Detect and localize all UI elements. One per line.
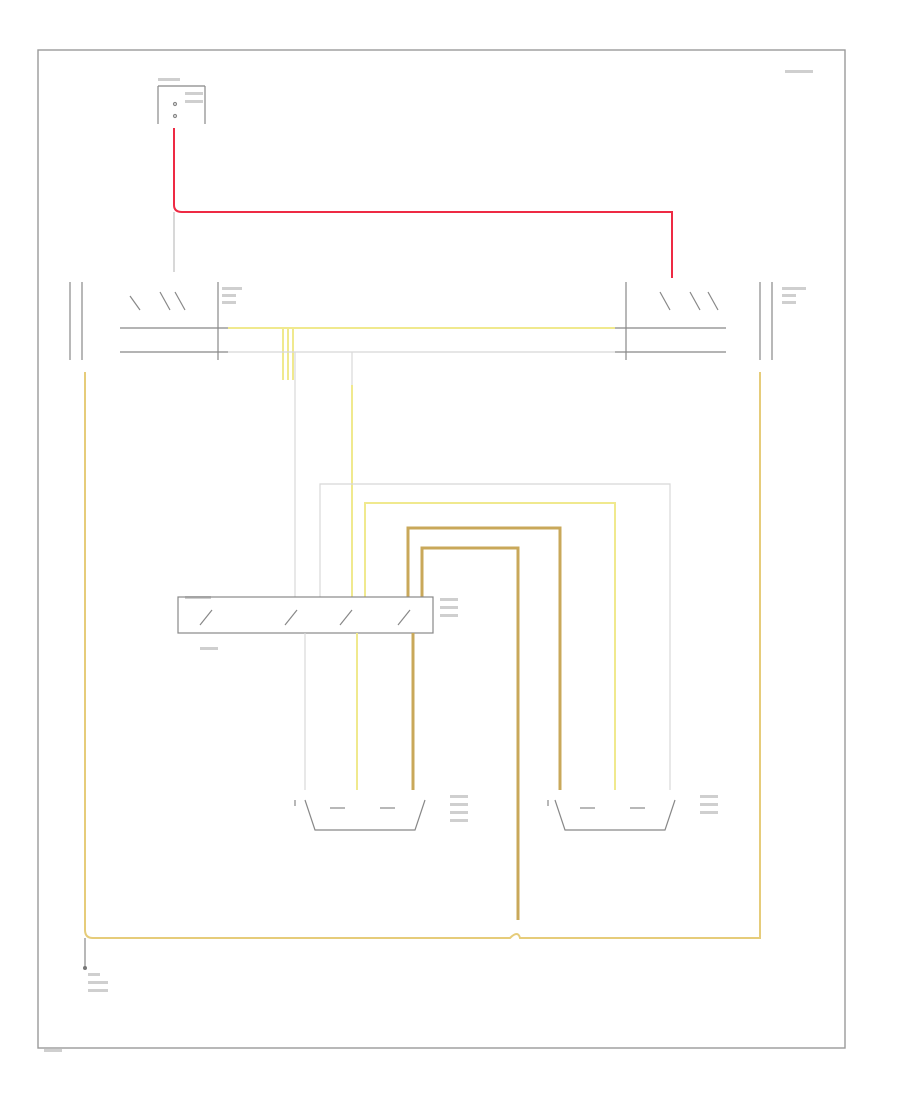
left-switch-label-3 — [222, 301, 236, 304]
right-switch-label-3 — [782, 301, 796, 304]
left-window-motor — [294, 799, 426, 831]
ground-label — [88, 973, 100, 976]
relay-side-label-2 — [440, 606, 458, 609]
diagram-border — [37, 49, 846, 1049]
right-window-switch — [615, 282, 773, 360]
motor-feed-wires — [304, 633, 415, 790]
ground-label-2 — [88, 981, 108, 984]
ground-symbol — [83, 938, 87, 970]
fuse-box-label — [158, 78, 180, 81]
red-power-wire — [173, 128, 673, 278]
right-motor-label — [700, 795, 718, 798]
relay-feed-wires — [294, 352, 671, 920]
left-motor-label-2 — [450, 803, 468, 806]
illegible-labels — [44, 70, 813, 1052]
right-motor-label-3 — [700, 811, 718, 814]
left-window-switch — [69, 282, 228, 360]
relay-side-label-3 — [440, 614, 458, 617]
yellow-bus-wire — [228, 327, 615, 380]
ground-point — [83, 966, 87, 970]
left-motor-label-4 — [450, 819, 468, 822]
relay-side-label — [440, 598, 458, 601]
footer-label — [44, 1049, 62, 1052]
right-switch-label-2 — [782, 294, 796, 297]
fuse-label-2 — [185, 100, 203, 103]
left-motor-label-3 — [450, 811, 468, 814]
page-ref-label — [785, 70, 813, 73]
ground-label-3 — [88, 989, 108, 992]
relay-block — [177, 596, 434, 634]
right-switch-label — [782, 287, 806, 290]
right-window-motor — [547, 799, 676, 831]
fuse-label — [185, 92, 203, 95]
left-motor-label — [450, 795, 468, 798]
left-switch-label-2 — [222, 294, 236, 297]
ground-wires — [84, 372, 761, 939]
fuse-block — [157, 85, 206, 124]
right-motor-label-2 — [700, 803, 718, 806]
relay-label-2 — [200, 647, 218, 650]
left-switch-label — [222, 287, 242, 290]
